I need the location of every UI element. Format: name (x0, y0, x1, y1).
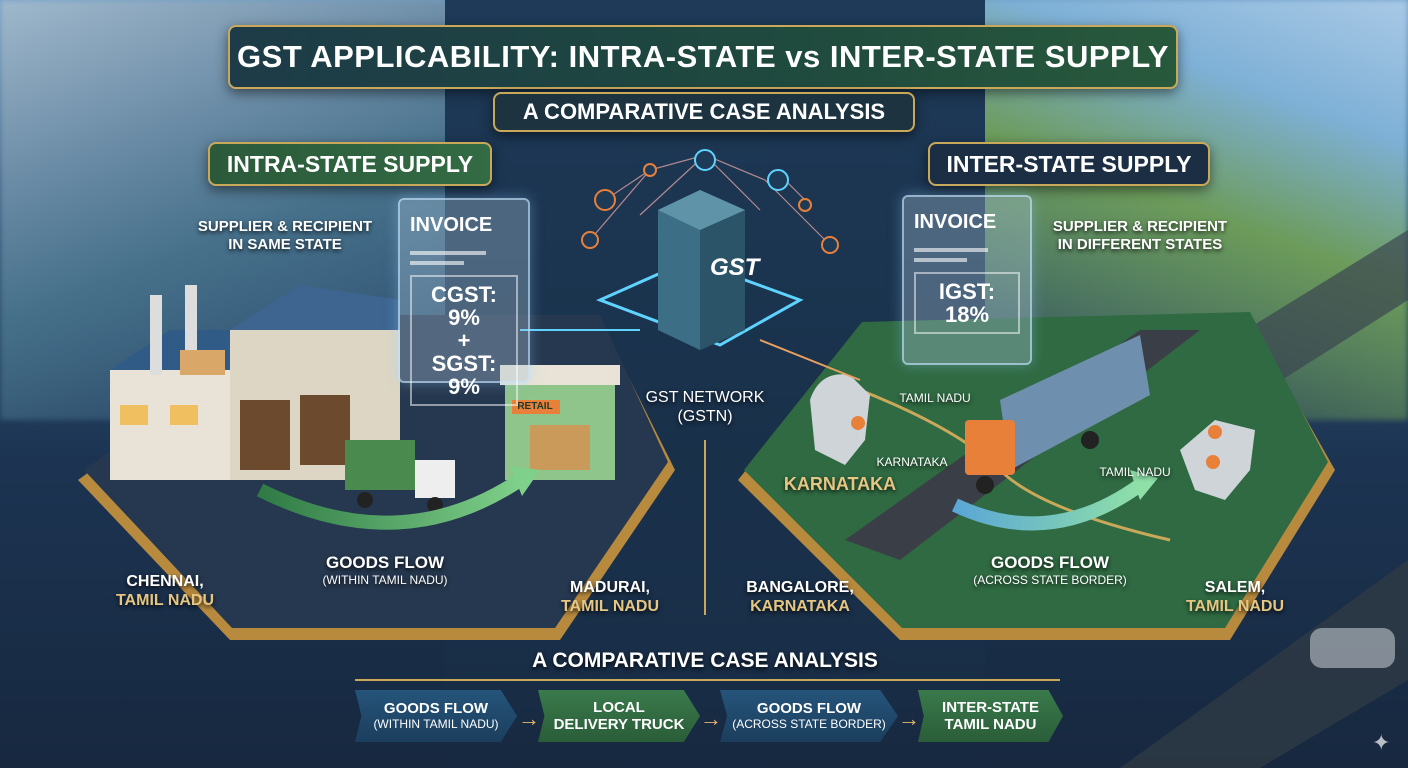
flow-title: GOODS FLOW (325, 553, 445, 572)
arrow-right-icon: → (700, 706, 722, 731)
gst-building-label: GST (710, 254, 762, 281)
goods-flow-arrow-right (952, 479, 1145, 531)
state: KARNATAKA (750, 598, 850, 616)
igst-rate: IGST: 18% (914, 272, 1020, 335)
state: TAMIL NADU (115, 592, 215, 610)
retail-shop-icon (500, 365, 620, 480)
plus-sign: + (457, 328, 471, 354)
arrow-right-icon: → (898, 706, 920, 731)
invoice-title: INVOICE (914, 211, 997, 233)
flow-step-1: GOODS FLOW(WITHIN TAMIL NADU) (355, 690, 517, 742)
flow-sub: (WITHIN TAMIL NADU) (322, 573, 448, 588)
network-line: GST NETWORK (645, 389, 765, 406)
desc-line: IN SAME STATE (228, 236, 342, 253)
flow-sub: (ACROSS STATE BORDER) (973, 573, 1127, 588)
map-pin-icon (1208, 425, 1222, 439)
invoice-line (914, 248, 989, 252)
gst-building-icon (658, 190, 745, 350)
destination-madurai: MADURAI, TAMIL NADU (545, 578, 675, 616)
invoice-line (410, 261, 464, 265)
arrow-right-icon: → (518, 706, 540, 731)
page-title: GST APPLICABILITY: INTRA-STATE vs INTER-… (228, 25, 1178, 89)
arrowhead-left (510, 466, 540, 496)
intra-goods-flow-label: GOODS FLOW(WITHIN TAMIL NADU) (300, 553, 470, 588)
delivery-truck-icon (345, 440, 455, 513)
map-label-tamil-nadu-right: TAMIL NADU (1099, 465, 1171, 479)
desc-line: SUPPLIER & RECIPIENT (197, 218, 373, 235)
goods-flow-arrow-left (256, 474, 524, 530)
step-title: LOCAL (593, 698, 645, 716)
inter-goods-flow-label: GOODS FLOW(ACROSS STATE BORDER) (960, 553, 1140, 588)
step-title: INTER-STATE (942, 698, 1039, 716)
step-sub: (WITHIN TAMIL NADU) (373, 716, 499, 731)
inter-state-heading: INTER-STATE SUPPLY (928, 142, 1210, 186)
cgst-rate: CGST: 9% (431, 282, 497, 331)
network-node-icons (581, 149, 839, 254)
arrowhead-right (1130, 470, 1158, 500)
car-icon (1310, 628, 1395, 668)
invoice-line (410, 251, 486, 255)
network-connector-right (759, 339, 861, 381)
intra-invoice-card: INVOICE CGST: 9% + SGST: 9% (398, 198, 530, 407)
network-line: (GSTN) (677, 408, 733, 426)
desc-line: SUPPLIER & RECIPIENT (1052, 218, 1228, 235)
state: TAMIL NADU (560, 598, 660, 616)
gst-network-label: GST NETWORK (GSTN) (620, 388, 790, 426)
step-sub: (ACROSS STATE BORDER) (732, 716, 886, 731)
road-lower-right (1120, 560, 1408, 768)
sgst-rate: SGST: 9% (431, 351, 497, 400)
step-title: GOODS FLOW (383, 700, 489, 718)
inter-invoice-card: INVOICE IGST: 18% (902, 195, 1032, 365)
intra-state-heading: INTRA-STATE SUPPLY (208, 142, 492, 186)
map-label-tamil-nadu: TAMIL NADU (899, 391, 971, 405)
map-label-karnataka: KARNATAKA (876, 455, 948, 469)
origin-bangalore: BANGALORE, KARNATAKA (735, 578, 865, 616)
step-title: GOODS FLOW (756, 700, 862, 718)
invoice-line (914, 258, 967, 262)
city: BANGALORE, (746, 579, 854, 596)
flow-title: GOODS FLOW (990, 553, 1110, 572)
city: SALEM, (1204, 579, 1266, 596)
invoice-title: INVOICE (410, 214, 493, 236)
karnataka-map-icon (810, 374, 870, 465)
flow-step-3: GOODS FLOW(ACROSS STATE BORDER) (720, 690, 898, 742)
retail-sign: RETAIL (517, 401, 553, 412)
invoice-tax-box: CGST: 9% + SGST: 9% (410, 275, 518, 407)
city: MADURAI, (570, 579, 650, 596)
container-truck-icon (965, 335, 1150, 494)
bottom-heading: A COMPARATIVE CASE ANALYSIS (532, 649, 878, 672)
intra-description: SUPPLIER & RECIPIENT IN SAME STATE (185, 218, 385, 254)
karnataka-label: KARNATAKA (783, 474, 897, 494)
sparkle-icon: ✦ (1372, 730, 1391, 755)
map-pin-icon (851, 416, 866, 445)
page-subtitle: A COMPARATIVE CASE ANALYSIS (493, 92, 915, 132)
step-sub: DELIVERY TRUCK (553, 716, 685, 733)
destination-salem: SALEM, TAMIL NADU (1170, 578, 1300, 616)
map-pin-icon (1206, 455, 1220, 469)
state: TAMIL NADU (1185, 598, 1285, 616)
city: CHENNAI, (126, 573, 204, 590)
desc-line: IN DIFFERENT STATES (1057, 236, 1223, 253)
inter-description: SUPPLIER & RECIPIENT IN DIFFERENT STATES (1040, 218, 1240, 254)
origin-chennai: CHENNAI, TAMIL NADU (100, 572, 230, 610)
step-sub: TAMIL NADU (944, 716, 1037, 733)
